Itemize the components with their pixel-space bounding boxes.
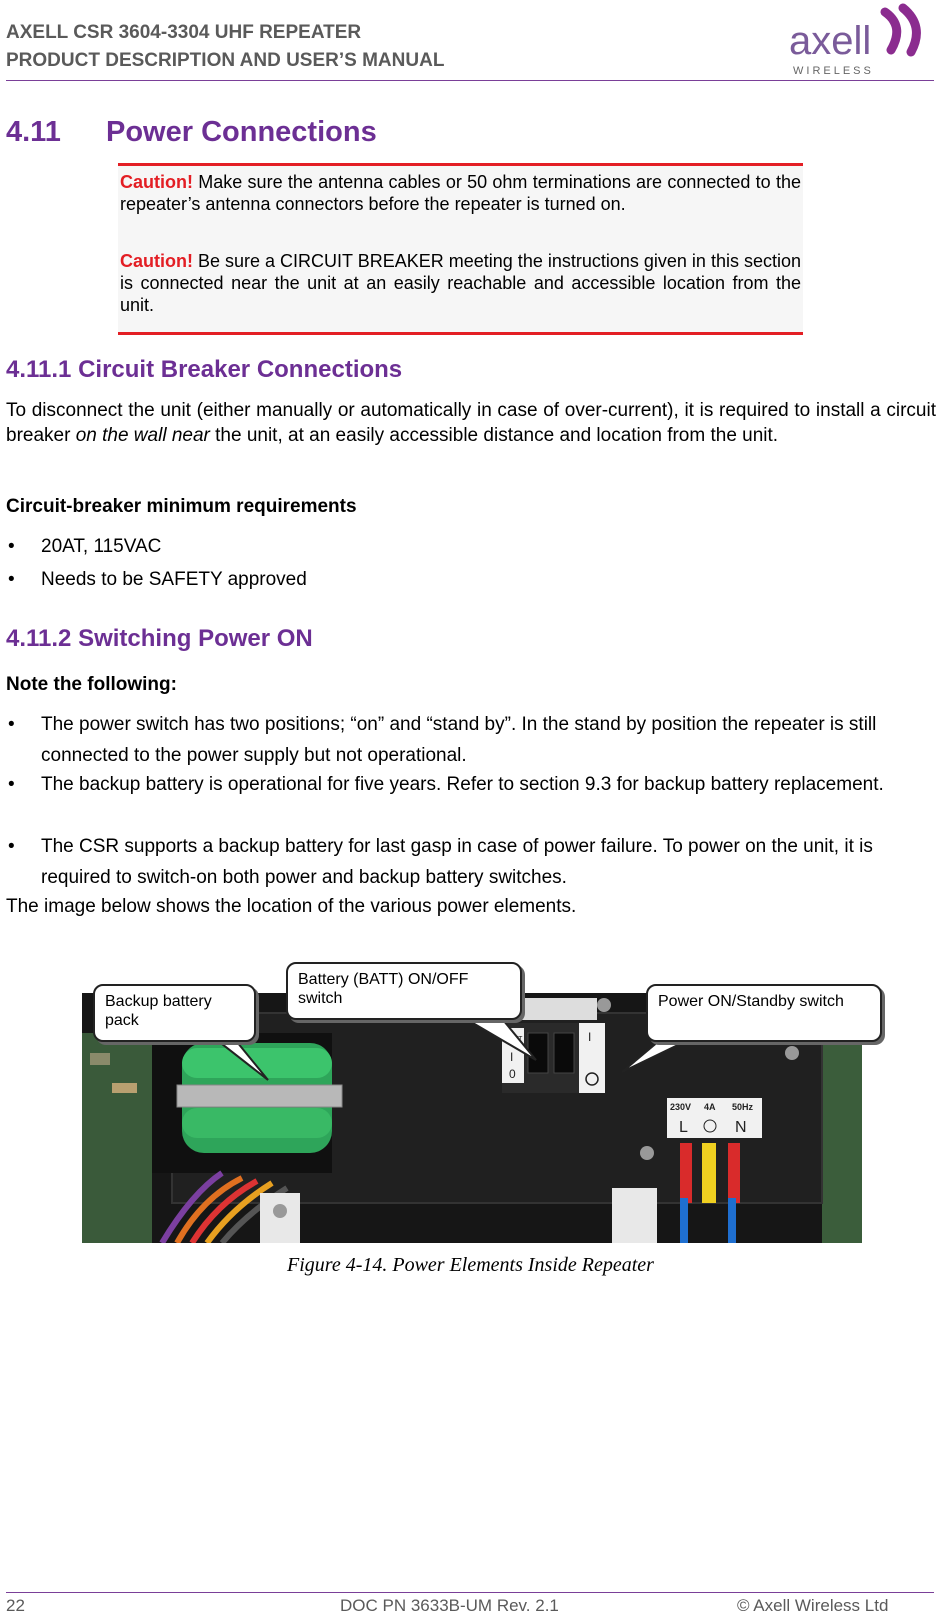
bullet-dot: •	[8, 714, 15, 735]
requirement-text: Needs to be SAFETY approved	[41, 569, 307, 590]
note-text: The power switch has two positions; “on”…	[41, 714, 877, 766]
footer-doc-number: DOC PN 3633B-UM Rev. 2.1	[340, 1596, 559, 1615]
section-heading: 4.11 Power Connections	[6, 116, 377, 149]
battery-pack-shape	[176, 1043, 343, 1153]
para-text-after: the unit, at an easily accessible distan…	[209, 425, 779, 446]
ac-line-label: L	[679, 1119, 688, 1136]
note-text: The backup battery is operational for fi…	[41, 774, 884, 795]
note-text: The CSR supports a backup battery for la…	[41, 836, 873, 888]
section-title: Power Connections	[106, 116, 377, 148]
bullet-dot: •	[8, 536, 15, 557]
ac-voltage-label: 230V	[670, 1102, 691, 1112]
bullet-dot: •	[8, 774, 15, 795]
logo-text: axell	[789, 19, 871, 63]
caution-2-label: Caution!	[120, 251, 193, 271]
section-number: 4.11	[6, 116, 61, 148]
logo-subtext: WIRELESS	[793, 65, 874, 77]
footer-copyright: © Axell Wireless Ltd	[737, 1596, 889, 1615]
para-text-italic: on the wall near	[75, 425, 210, 446]
ac-neutral-label: N	[735, 1119, 747, 1136]
caution-1-label: Caution!	[120, 172, 193, 192]
axell-wireless-logo: axell WIRELESS	[789, 3, 921, 77]
power-on-mark: I	[588, 1030, 591, 1044]
callout-batt-switch: Battery (BATT) ON/OFF switch	[286, 962, 522, 1020]
header-title-line2: PRODUCT DESCRIPTION AND USER’S MANUAL	[6, 50, 445, 71]
callout-battery-pack: Backup battery pack	[93, 984, 256, 1042]
subsection-2-title: 4.11.2 Switching Power ON	[6, 625, 313, 652]
caution-2: Caution! Be sure a CIRCUIT BREAKER meeti…	[120, 250, 801, 316]
bullet-dot: •	[8, 836, 15, 857]
ac-current-label: 4A	[704, 1102, 716, 1112]
wires-bundle	[159, 1170, 289, 1243]
caution-1-text: Make sure the antenna cables or 50 ohm t…	[120, 172, 801, 214]
caution-1: Caution! Make sure the antenna cables or…	[120, 171, 801, 215]
footer-rule	[6, 1592, 934, 1593]
caution-box: Caution! Make sure the antenna cables or…	[118, 163, 803, 335]
subsection-1-title: 4.11.1 Circuit Breaker Connections	[6, 356, 403, 383]
figure-caption: Figure 4-14. Power Elements Inside Repea…	[287, 1254, 654, 1276]
note-heading: Note the following:	[6, 674, 177, 695]
requirement-text: 20AT, 115VAC	[41, 536, 162, 557]
image-intro: The image below shows the location of th…	[6, 896, 577, 917]
ac-frequency-label: 50Hz	[732, 1102, 754, 1112]
requirements-heading: Circuit-breaker minimum requirements	[6, 496, 357, 517]
subsection-1-paragraph: To disconnect the unit (either manually …	[6, 398, 936, 448]
bullet-dot: •	[8, 569, 15, 590]
header-rule	[6, 80, 934, 81]
footer-page-number: 22	[6, 1596, 25, 1615]
callout-power-switch: Power ON/Standby switch	[646, 984, 882, 1042]
batt-on-mark: I	[510, 1050, 513, 1064]
header-title-line1: AXELL CSR 3604-3304 UHF REPEATER	[6, 22, 362, 43]
batt-off-mark: 0	[509, 1067, 516, 1081]
para-text-before: To disconnect the unit (either manually …	[6, 400, 936, 446]
caution-2-text: Be sure a CIRCUIT BREAKER meeting the in…	[120, 251, 801, 315]
